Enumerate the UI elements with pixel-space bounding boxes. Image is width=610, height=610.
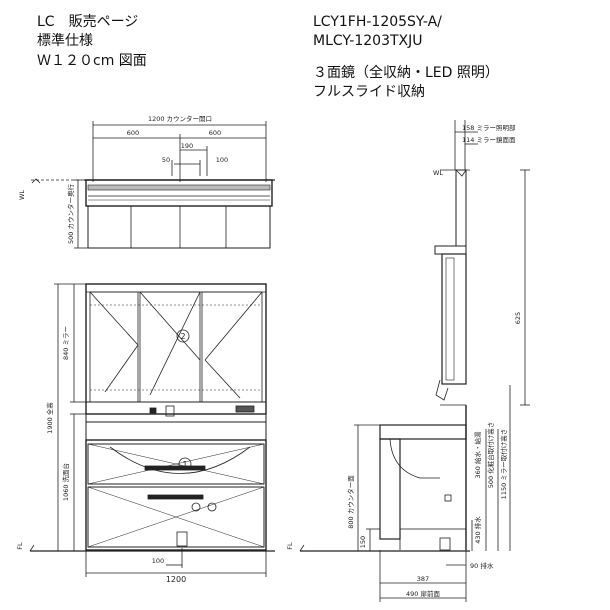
title-line-1: LC 販売ページ: [37, 14, 139, 30]
top-small-left-label: 50: [162, 156, 170, 164]
side-drain-depth-label: 90 排水: [470, 561, 494, 570]
callout-mirror: 2: [180, 332, 185, 341]
top-wl-label: WL: [18, 190, 26, 200]
front-width-label: 1200: [166, 575, 186, 584]
top-view: [31, 121, 275, 249]
side-mirror-lighting-label: 158 ミラー照明部: [462, 123, 516, 132]
model-line-1: LCY1FH-1205SY-A/: [313, 14, 442, 30]
front-drain-offset-label: 100: [152, 557, 164, 565]
top-right-half-label: 600: [209, 129, 221, 137]
model-line-2: MLCY-1203TXJU: [313, 33, 423, 49]
side-depth-2-label: 490 扉前面: [406, 589, 440, 598]
side-vanity-mount-label: 500 化粧台取付け高さ: [486, 422, 495, 488]
top-small-right-label: 100: [216, 156, 228, 164]
title-line-2: 標準仕様: [37, 33, 93, 49]
front-cabinet-height-label: 1060 洗面台: [61, 463, 70, 501]
front-view: [29, 283, 275, 577]
spec-line-1: ３面鏡（全収納・LED 照明）: [313, 65, 499, 81]
side-wl-label: WL: [433, 169, 443, 177]
side-depth-1-label: 387: [417, 575, 429, 583]
side-drain-height-label: 430 排水: [473, 516, 482, 544]
side-supply-label: 360 給水・給湯: [473, 431, 482, 478]
callout-cabinet: 1: [182, 460, 187, 469]
front-fl-label: FL: [16, 542, 24, 550]
top-depth-label: 500 カウンター奥行: [66, 184, 75, 244]
side-view: [299, 120, 530, 602]
spec-line-2: フルスライド収納: [313, 84, 425, 100]
top-total-width-label: 1200 カウンター開口: [148, 114, 212, 123]
side-counter-height-label: 800 カウンター面: [346, 475, 355, 529]
title-line-3: Ｗ１２０cm 図面: [37, 53, 147, 69]
side-base-height-label: 150: [359, 536, 367, 548]
top-left-half-label: 600: [127, 129, 139, 137]
side-fl-label: FL: [286, 542, 294, 550]
front-total-height-label: 1900 全高: [45, 402, 54, 434]
side-mirror-body-label: 114 ミラー鏡面面: [462, 135, 516, 144]
side-mirror-height-label: 625: [514, 312, 522, 324]
top-faucet-offset-label: 190: [181, 142, 193, 150]
side-mirror-mount-label: 1150 ミラー取付け高さ: [499, 429, 508, 500]
front-mirror-height-label: 840 ミラー: [62, 326, 70, 360]
